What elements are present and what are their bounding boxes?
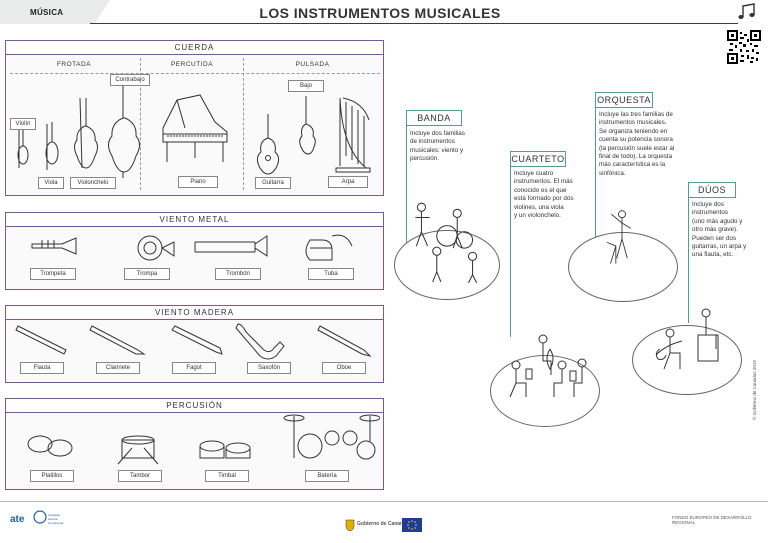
svg-text:avanza: avanza xyxy=(48,517,58,521)
svg-text:con Europa: con Europa xyxy=(48,521,64,525)
violin-label: Violín xyxy=(10,118,36,130)
cuerda-divider xyxy=(10,73,380,74)
bateria-label: Batería xyxy=(305,470,349,482)
frotada-title: FROTADA xyxy=(56,61,92,68)
banda-connector xyxy=(406,126,407,246)
svg-text:Canarias: Canarias xyxy=(48,513,61,517)
copyright-credit: © Gobierno de Canarias 2019 xyxy=(752,360,757,420)
fagot-label: Fagot xyxy=(172,362,216,374)
orquesta-connector xyxy=(595,108,596,246)
conductor-illustration xyxy=(606,210,632,264)
duos-connector xyxy=(688,198,689,323)
government-label: Gobierno de Canarias xyxy=(357,521,409,527)
piano-label: Piano xyxy=(178,176,218,188)
duos-title: DÚOS xyxy=(688,182,736,198)
saxofon-label: Saxofón xyxy=(247,362,291,374)
header-tab xyxy=(0,0,110,24)
page-title: LOS INSTRUMENTOS MUSICALES xyxy=(259,5,501,21)
tuba-label: Tuba xyxy=(308,268,354,280)
pulsada-title: PULSADA xyxy=(295,61,330,68)
percutida-title: PERCUTIDA xyxy=(170,61,214,68)
banda-title: BANDA xyxy=(406,110,462,126)
banda-illustration xyxy=(415,202,478,284)
trombon-label: Trombón xyxy=(215,268,261,280)
music-note-icon xyxy=(738,3,755,19)
tambor-label: Tambor xyxy=(118,470,162,482)
timbal-label: Timbal xyxy=(205,470,249,482)
eu-flag-icon xyxy=(402,518,422,532)
oboe-label: Oboe xyxy=(322,362,366,374)
bajo-label: Bajo xyxy=(288,80,324,92)
trompa-label: Trompa xyxy=(124,268,170,280)
percusion-title: PERCUSIÓN xyxy=(5,398,384,413)
footer-rule xyxy=(0,501,768,502)
platillos-label: Platillos xyxy=(30,470,74,482)
cuerda-title: CUERDA xyxy=(5,40,384,55)
arpa-label: Arpa xyxy=(328,176,368,188)
flauta-label: Flauta xyxy=(20,362,64,374)
header-rule xyxy=(90,23,738,24)
cuerda-col-divider xyxy=(243,58,244,190)
violin-icon xyxy=(17,85,140,178)
trompeta-label: Trompeta xyxy=(30,268,76,280)
pulsada-icons xyxy=(256,96,371,175)
viola-label: Viola xyxy=(38,177,64,189)
banda-stage xyxy=(394,230,500,300)
contrabajo-label: Contrabajo xyxy=(110,74,150,86)
viento-madera-icons xyxy=(15,323,372,360)
cuarteto-illustration xyxy=(509,334,587,398)
svg-text:ate: ate xyxy=(10,514,25,525)
eu-fund-label: FONDO EUROPEO DE DESARROLLO REGIONAL xyxy=(672,515,752,525)
viento-metal-icons xyxy=(31,234,353,261)
cuerda-col-divider xyxy=(140,58,141,190)
guitarra-label: Guitarra xyxy=(255,177,291,189)
government-crest-icon xyxy=(345,519,355,531)
duos-stage xyxy=(632,325,742,395)
cuarteto-title: CUARTETO xyxy=(510,151,566,167)
cuerda-panel xyxy=(5,40,384,196)
orquesta-title: ORQUESTA xyxy=(595,92,653,108)
percusion-icons xyxy=(27,414,380,465)
clarinete-label: Clarinete xyxy=(96,362,140,374)
viento-madera-title: VIENTO MADERA xyxy=(5,305,384,320)
cuarteto-connector xyxy=(510,167,511,337)
subject-label: MÚSICA xyxy=(30,8,64,17)
duos-illustration xyxy=(655,308,719,370)
qr-code-icon[interactable] xyxy=(727,30,761,64)
ate-logo-icon: ate Canarias avanza con Europa xyxy=(10,510,64,525)
violonchelo-label: Violonchelo xyxy=(70,177,116,189)
viento-metal-title: VIENTO METAL xyxy=(5,212,384,227)
piano-icon xyxy=(162,94,228,162)
